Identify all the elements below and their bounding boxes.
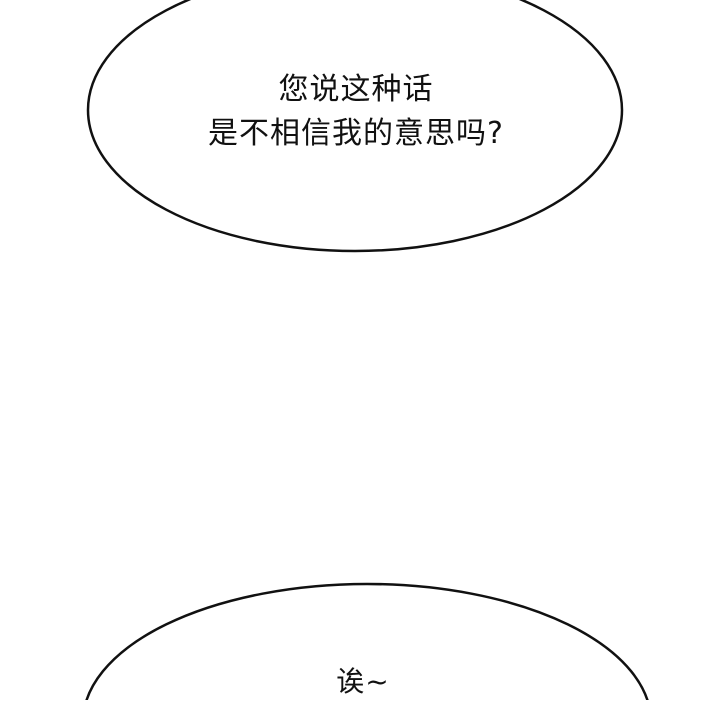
- speech-bubble-2-outline: [85, 582, 649, 700]
- speech-line: 您说这种话: [278, 72, 434, 107]
- speech-line: 是不相信我的意思吗?: [208, 116, 504, 151]
- speech-bubble-1-outline: [86, 0, 624, 253]
- speech-line: 诶~: [336, 665, 390, 698]
- speech-bubble-1-text: 您说这种话 是不相信我的意思吗?: [0, 68, 712, 156]
- speech-bubble-2-text: 诶~: [0, 660, 720, 704]
